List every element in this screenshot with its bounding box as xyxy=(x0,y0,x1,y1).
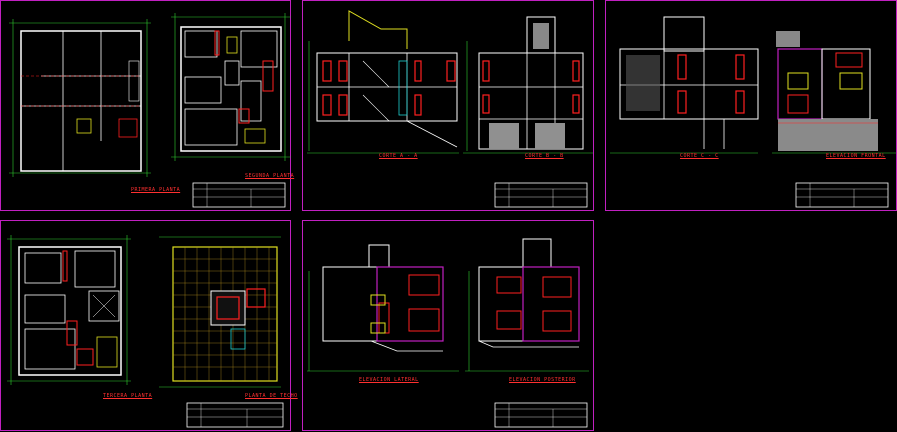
label-elevacion-lateral: ELEVACION LATERAL xyxy=(359,377,419,383)
sheet-elevaciones: ELEVACION LATERAL ELEVACION POSTERIOR xyxy=(302,220,594,431)
label-primera-planta: PRIMERA PLANTA xyxy=(131,187,181,193)
sheet-plantas-1-2: PRIMERA PLANTA SEGUNDA PLANTA xyxy=(0,0,295,211)
drawing-cortes-a-b xyxy=(307,10,593,208)
sheet-tercera-techo: TERCERA PLANTA PLANTA DE TECHO xyxy=(0,220,297,431)
sheet-corte-c-elevacion: CORTE C - C ELEVACION FRONTAL xyxy=(605,0,897,211)
sheet-cortes-ab: CORTE A - A CORTE B - B xyxy=(302,0,594,211)
drawing-corte-c-elevacion-frontal xyxy=(610,16,896,208)
label-tercera-planta: TERCERA PLANTA xyxy=(103,393,153,399)
label-elevacion-posterior: ELEVACION POSTERIOR xyxy=(509,377,576,383)
label-corte-b: CORTE B - B xyxy=(525,153,564,159)
label-planta-techo: PLANTA DE TECHO xyxy=(245,393,298,399)
label-corte-a: CORTE A - A xyxy=(379,153,418,159)
label-corte-c: CORTE C - C xyxy=(680,153,719,159)
drawing-tercera-planta-techo xyxy=(7,235,284,428)
label-segunda-planta: SEGUNDA PLANTA xyxy=(245,173,295,179)
label-elevacion-frontal: ELEVACION FRONTAL xyxy=(826,153,886,159)
drawing-elevaciones-lateral-posterior xyxy=(307,238,589,428)
drawing-primera-segunda-planta xyxy=(9,13,291,208)
